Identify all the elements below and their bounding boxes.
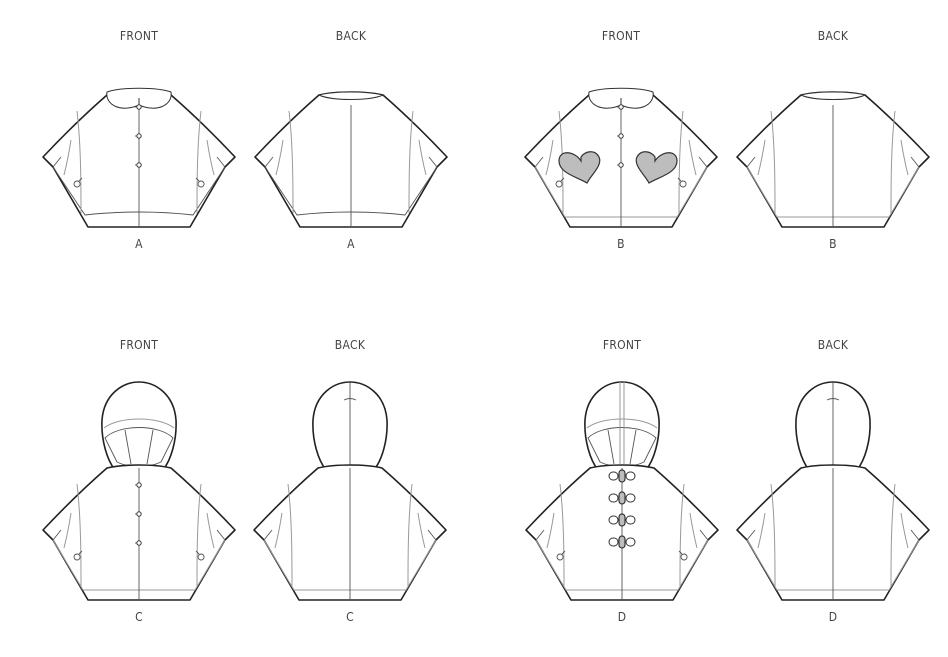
side-seams (559, 483, 685, 587)
hood-tab (826, 398, 840, 401)
garment-back-c (253, 381, 447, 601)
pocket-openings (63, 512, 215, 549)
back-collar (799, 91, 867, 100)
pocket-openings (275, 139, 427, 176)
toggle-icon (618, 513, 626, 527)
view-letter: D (618, 610, 627, 624)
hood-band (586, 418, 658, 429)
hood-seams (607, 429, 637, 465)
side-seams (288, 110, 414, 214)
sleeve-hem (263, 529, 437, 541)
toggle-icon (618, 469, 626, 483)
button-icon (136, 162, 142, 168)
hood (584, 381, 660, 471)
back-collar (317, 91, 385, 100)
view-letter: B (829, 237, 837, 251)
garment-front-b (524, 87, 718, 228)
view-letter: C (346, 610, 354, 624)
view-label: BACK (336, 29, 367, 43)
toggle-loop (625, 471, 636, 481)
side-seams (770, 110, 896, 214)
pocket-tab-icon (555, 177, 687, 188)
pocket-tab-icon (556, 550, 688, 561)
side-seams (770, 483, 896, 587)
view-letter: A (347, 237, 355, 251)
button-icon (136, 511, 142, 517)
toggle-icon (618, 535, 626, 549)
view-label: FRONT (602, 29, 640, 43)
view-letter: D (829, 610, 838, 624)
sleeve-hem (746, 156, 920, 168)
view-label: BACK (335, 338, 366, 352)
toggle-loop (625, 515, 636, 525)
garment-back-b (736, 91, 930, 228)
hood-tab (343, 398, 357, 401)
button-icon (618, 162, 624, 168)
view-label: FRONT (120, 338, 158, 352)
view-letter: C (135, 610, 143, 624)
view-label: FRONT (120, 29, 158, 43)
garment-back-d (736, 381, 930, 601)
sleeve-hem (52, 156, 226, 168)
pocket-openings (757, 512, 909, 549)
pocket-openings (545, 139, 697, 176)
pocket-tab-icon (73, 550, 205, 561)
side-seams (287, 483, 413, 587)
sleeve-hem (535, 529, 709, 541)
pocket-openings (63, 139, 215, 176)
toggle-loop (608, 537, 619, 547)
sleeve-hem (534, 156, 708, 168)
toggle-loop (608, 515, 619, 525)
toggle-loop (625, 493, 636, 503)
toggle-icon (618, 491, 626, 505)
pocket-openings (757, 139, 909, 176)
garment-front-c (42, 381, 236, 601)
sleeve-hem (264, 156, 438, 168)
button-icon (136, 133, 142, 139)
hood-band (103, 418, 175, 429)
toggle-loop (608, 493, 619, 503)
button-icon (618, 133, 624, 139)
garment-back-a (254, 91, 448, 228)
heart-pocket-right (635, 151, 678, 184)
view-letter: A (135, 237, 143, 251)
pocket-openings (274, 512, 426, 549)
toggle-loop (625, 537, 636, 547)
view-letter: B (617, 237, 625, 251)
pocket-openings (546, 512, 698, 549)
view-label: FRONT (603, 338, 641, 352)
button-icon (136, 540, 142, 546)
garment-front-a (42, 87, 236, 228)
toggle-loop (608, 471, 619, 481)
hood-seams (124, 429, 154, 465)
heart-pocket-left (558, 151, 601, 184)
view-label: BACK (818, 29, 849, 43)
side-seams (76, 110, 202, 214)
button-icon (618, 104, 624, 110)
button-icon (136, 482, 142, 488)
garment-front-d (525, 381, 719, 601)
peter-pan-collar (588, 87, 654, 109)
sleeve-hem (52, 529, 226, 541)
hood-center-seam (619, 382, 625, 464)
pocket-tab-icon (73, 177, 205, 188)
view-label: BACK (818, 338, 849, 352)
sleeve-hem (746, 529, 920, 541)
side-seams (76, 483, 202, 587)
hood (101, 381, 177, 471)
peter-pan-collar (106, 87, 172, 109)
button-icon (136, 104, 142, 110)
